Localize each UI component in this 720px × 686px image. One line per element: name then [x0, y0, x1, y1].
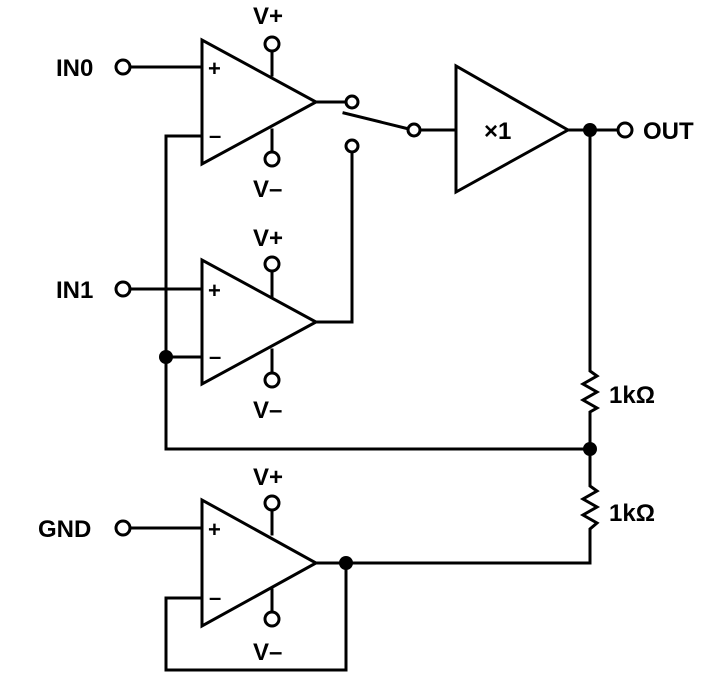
- amplifier-reference-triangle: [200, 497, 320, 629]
- wire-amp1-out: [314, 151, 354, 324]
- terminal-amp0-vminus: [263, 150, 281, 168]
- resistor-top: [579, 363, 601, 420]
- switch-common: [406, 122, 422, 138]
- label-ref-vplus: V+: [253, 464, 283, 491]
- buffer-amplifier: ×1: [454, 63, 572, 195]
- terminal-amp1-vplus: [263, 255, 281, 273]
- terminal-gnd: [114, 519, 132, 537]
- label-amp0-vplus: V+: [253, 3, 283, 30]
- terminal-out: [616, 121, 634, 139]
- amplifier-in0-minus: –: [209, 123, 221, 148]
- junction-dot-reference-out: [339, 556, 353, 570]
- terminal-amp0-vplus: [263, 35, 281, 53]
- label-ref-vminus: V–: [253, 639, 282, 666]
- amplifier-in1-triangle: [200, 257, 320, 387]
- resistor-bottom: [579, 478, 601, 537]
- label-gnd: GND: [38, 516, 91, 543]
- label-in0: IN0: [56, 55, 93, 82]
- amplifier-in0-plus: +: [208, 56, 221, 81]
- wires: [129, 49, 620, 672]
- amplifier-in1-minus: –: [209, 344, 221, 369]
- amplifier-in1-plus: +: [208, 278, 221, 303]
- amplifier-in0: + –: [200, 37, 320, 167]
- label-amp1-vplus: V+: [253, 225, 283, 252]
- amplifier-in1: + –: [200, 257, 320, 387]
- amplifier-reference-plus: +: [208, 517, 221, 542]
- junction-dot-output: [583, 123, 597, 137]
- amplifier-reference-minus: –: [209, 585, 221, 610]
- terminal-in0: [114, 58, 132, 76]
- terminal-ref-vplus: [263, 494, 281, 512]
- amplifier-reference: + –: [200, 497, 320, 629]
- label-amp0-vminus: V–: [253, 176, 282, 203]
- wire-ref-feedback: [164, 561, 348, 672]
- label-amp1-vminus: V–: [253, 397, 282, 424]
- label-resistor-bottom: 1kΩ: [609, 500, 655, 527]
- junction-dot-in1-minus: [159, 350, 173, 364]
- junction-dot-resistor-mid: [583, 442, 597, 456]
- label-resistor-top: 1kΩ: [609, 382, 655, 409]
- buffer-amplifier-triangle: [454, 63, 572, 195]
- amplifier-in0-triangle: [200, 37, 320, 167]
- wire-feedback-bus: [164, 134, 592, 451]
- terminal-ref-vminus: [263, 610, 281, 628]
- label-out: OUT: [643, 118, 694, 145]
- switch-pole-upper: [344, 94, 360, 110]
- wire-resistor-bottom: [314, 533, 592, 565]
- terminal-in1: [114, 280, 132, 298]
- switch-pole-lower: [344, 138, 360, 154]
- switch-arm: [342, 111, 411, 131]
- label-in1: IN1: [56, 277, 93, 304]
- buffer-gain-label: ×1: [484, 118, 511, 145]
- terminal-amp1-vminus: [263, 371, 281, 389]
